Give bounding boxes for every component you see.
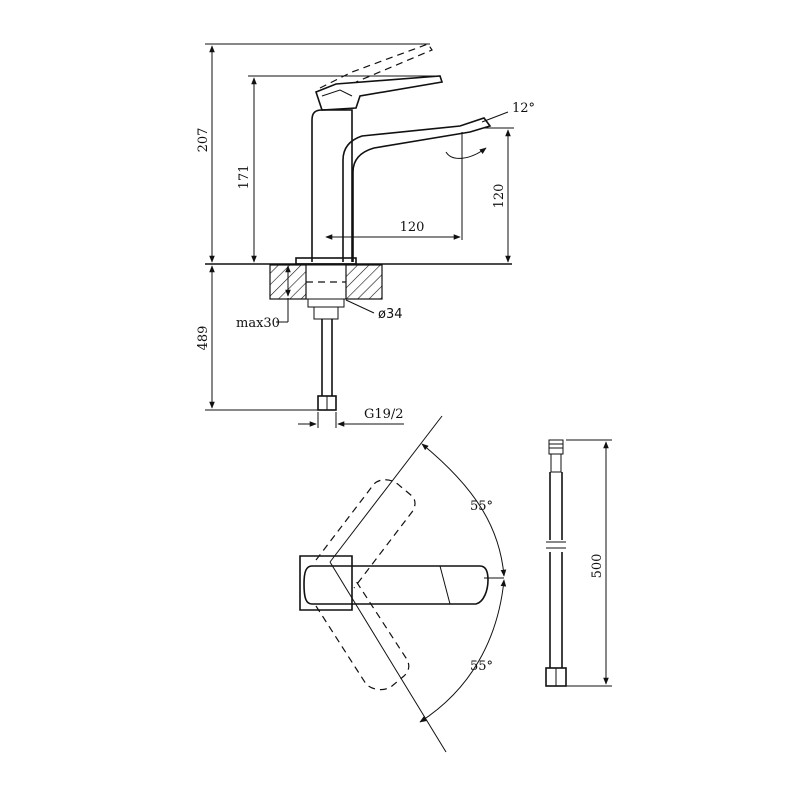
- dim-label-500: 500: [590, 554, 605, 579]
- lock-nut: [307, 298, 345, 308]
- top-handle-lever: [303, 565, 489, 605]
- dim-label-12deg: 12°: [512, 101, 535, 116]
- dim-label-max30: max30: [236, 316, 280, 331]
- top-handle-body: [299, 555, 353, 611]
- swing-axis-upper: [329, 415, 443, 563]
- dim-label-g19-2: G19/2: [364, 407, 404, 422]
- dim-label-171: 171: [237, 165, 252, 190]
- dim-label-55-upper: 55°: [470, 499, 493, 514]
- top-view: 55° 55°: [299, 415, 507, 753]
- swing-axis-lower: [329, 561, 447, 753]
- dim-label-120-vertical: 120: [492, 184, 507, 209]
- dim-label-55-lower: 55°: [470, 659, 493, 674]
- hose-view: 500: [545, 439, 612, 687]
- counter-section-right: [345, 264, 383, 300]
- faucet-spout: [342, 117, 492, 262]
- tilt-arc: [445, 147, 487, 159]
- tilt-leader: [481, 111, 509, 123]
- top-handle-upper-position: [315, 479, 416, 589]
- hose-top-fitting: [548, 439, 564, 455]
- swing-arc-lower: [419, 579, 507, 723]
- side-view: 207 171 120 120 12° 489 max30 ø34: [196, 43, 535, 428]
- faucet-handle: [315, 75, 444, 111]
- dia-leader: [345, 299, 375, 314]
- dim-label-120-horizontal: 120: [400, 220, 425, 235]
- handle-detail: [321, 89, 353, 97]
- lever-edge-detail: [439, 565, 451, 605]
- dim-label-34: ø34: [378, 307, 403, 322]
- dim-label-489: 489: [196, 326, 211, 351]
- base-plate: [295, 257, 357, 265]
- top-handle-lower-position: [315, 577, 410, 691]
- faucet-body: [311, 109, 353, 262]
- dim-label-207: 207: [196, 128, 211, 153]
- hose-top-collar: [550, 453, 562, 473]
- swing-arc-upper: [421, 443, 507, 577]
- nut-lower: [313, 306, 339, 320]
